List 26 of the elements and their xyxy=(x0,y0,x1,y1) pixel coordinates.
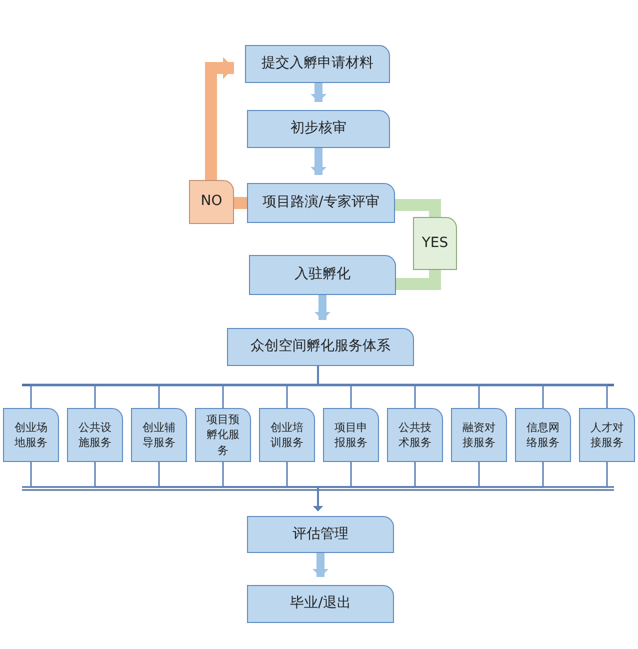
process-box: 评估管理 xyxy=(247,516,394,553)
service-box: 公共技术服务 xyxy=(387,408,443,462)
process-box: 初步核审 xyxy=(247,110,390,148)
service-box: 融资对接服务 xyxy=(451,408,507,462)
block-arrow xyxy=(396,270,441,290)
process-box: 毕业/退出 xyxy=(247,585,394,623)
block-arrow xyxy=(310,83,326,102)
block-arrow xyxy=(310,148,326,175)
service-box: 创业场地服务 xyxy=(3,408,59,462)
decision-box: YES xyxy=(413,217,457,270)
process-box: 提交入孵申请材料 xyxy=(245,45,390,83)
process-box: 入驻孵化 xyxy=(249,255,396,295)
service-box: 公共设施服务 xyxy=(67,408,123,462)
connector-line xyxy=(317,366,608,408)
service-box: 信息网络服务 xyxy=(515,408,571,462)
service-box: 项目申报服务 xyxy=(323,408,379,462)
service-box: 创业培训服务 xyxy=(259,408,315,462)
block-arrow xyxy=(205,57,234,180)
decision-box: NO xyxy=(189,180,234,224)
process-box: 项目路演/专家评审 xyxy=(247,183,395,223)
process-box: 众创空间孵化服务体系 xyxy=(227,328,414,366)
block-arrow xyxy=(312,553,328,577)
service-box: 创业辅导服务 xyxy=(131,408,187,462)
service-box: 人才对接服务 xyxy=(579,408,635,462)
block-arrow xyxy=(314,295,330,320)
service-box: 项目预孵化服务 xyxy=(195,408,251,462)
